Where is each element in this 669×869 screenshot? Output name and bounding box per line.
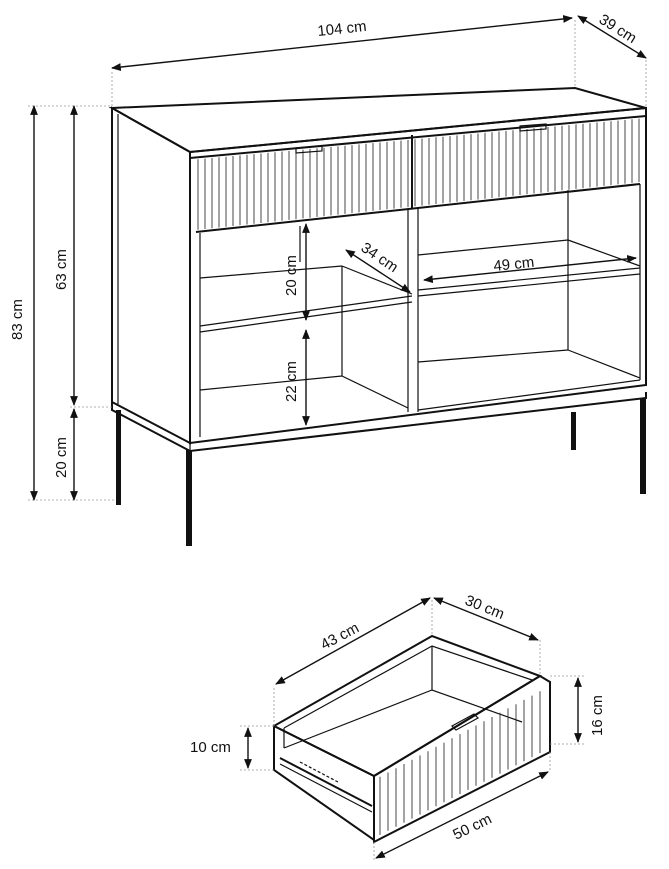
leg-height-label: 20 cm xyxy=(53,437,70,478)
shelf-depth-label: 34 cm xyxy=(358,239,401,276)
leg-back-right xyxy=(571,412,576,450)
lower-shelf-label: 22 cm xyxy=(283,361,300,402)
shelf-depth-arrow xyxy=(345,249,411,293)
drawer-side-height-label: 10 cm xyxy=(190,739,231,756)
drawer-side xyxy=(273,724,375,842)
leg-back-left xyxy=(116,410,121,505)
shelf-width-arrow xyxy=(423,255,637,283)
width-dimension-arrow xyxy=(111,15,573,71)
body-height-label: 63 cm xyxy=(53,249,70,290)
leg-front-right xyxy=(640,398,646,494)
leg-front-left xyxy=(186,450,192,546)
total-height-label: 83 cm xyxy=(9,299,26,340)
shelf-width-label: 49 cm xyxy=(493,254,535,275)
cabinet-side xyxy=(111,106,191,445)
drawer-front xyxy=(373,674,551,844)
drawer-fronts-ribs xyxy=(197,118,640,230)
drawer-drawing: 43 cm 30 cm 16 cm 10 cm 50 cm xyxy=(190,592,606,860)
drawer-front-width-label: 50 cm xyxy=(450,810,494,843)
drawer-front-width-arrow xyxy=(375,771,549,859)
drawer-handle xyxy=(451,713,479,731)
drawer-front-ribs xyxy=(379,691,541,835)
depth-dimension-arrow xyxy=(577,15,647,59)
drawer-handle-right xyxy=(519,123,547,132)
upper-shelf-label: 20 cm xyxy=(283,255,300,296)
width-label: 104 cm xyxy=(317,18,368,40)
cabinet-top xyxy=(108,86,647,154)
drawer-depth-arrow xyxy=(433,597,539,641)
drawer-handle-left xyxy=(295,145,323,154)
depth-label: 39 cm xyxy=(596,11,640,47)
sideboard-drawing: 104 cm 39 cm 83 cm 63 cm 20 cm 20 cm 22 … xyxy=(9,11,647,546)
drawer-front-height-label: 16 cm xyxy=(589,695,606,736)
drawer-length-arrow xyxy=(275,597,431,685)
